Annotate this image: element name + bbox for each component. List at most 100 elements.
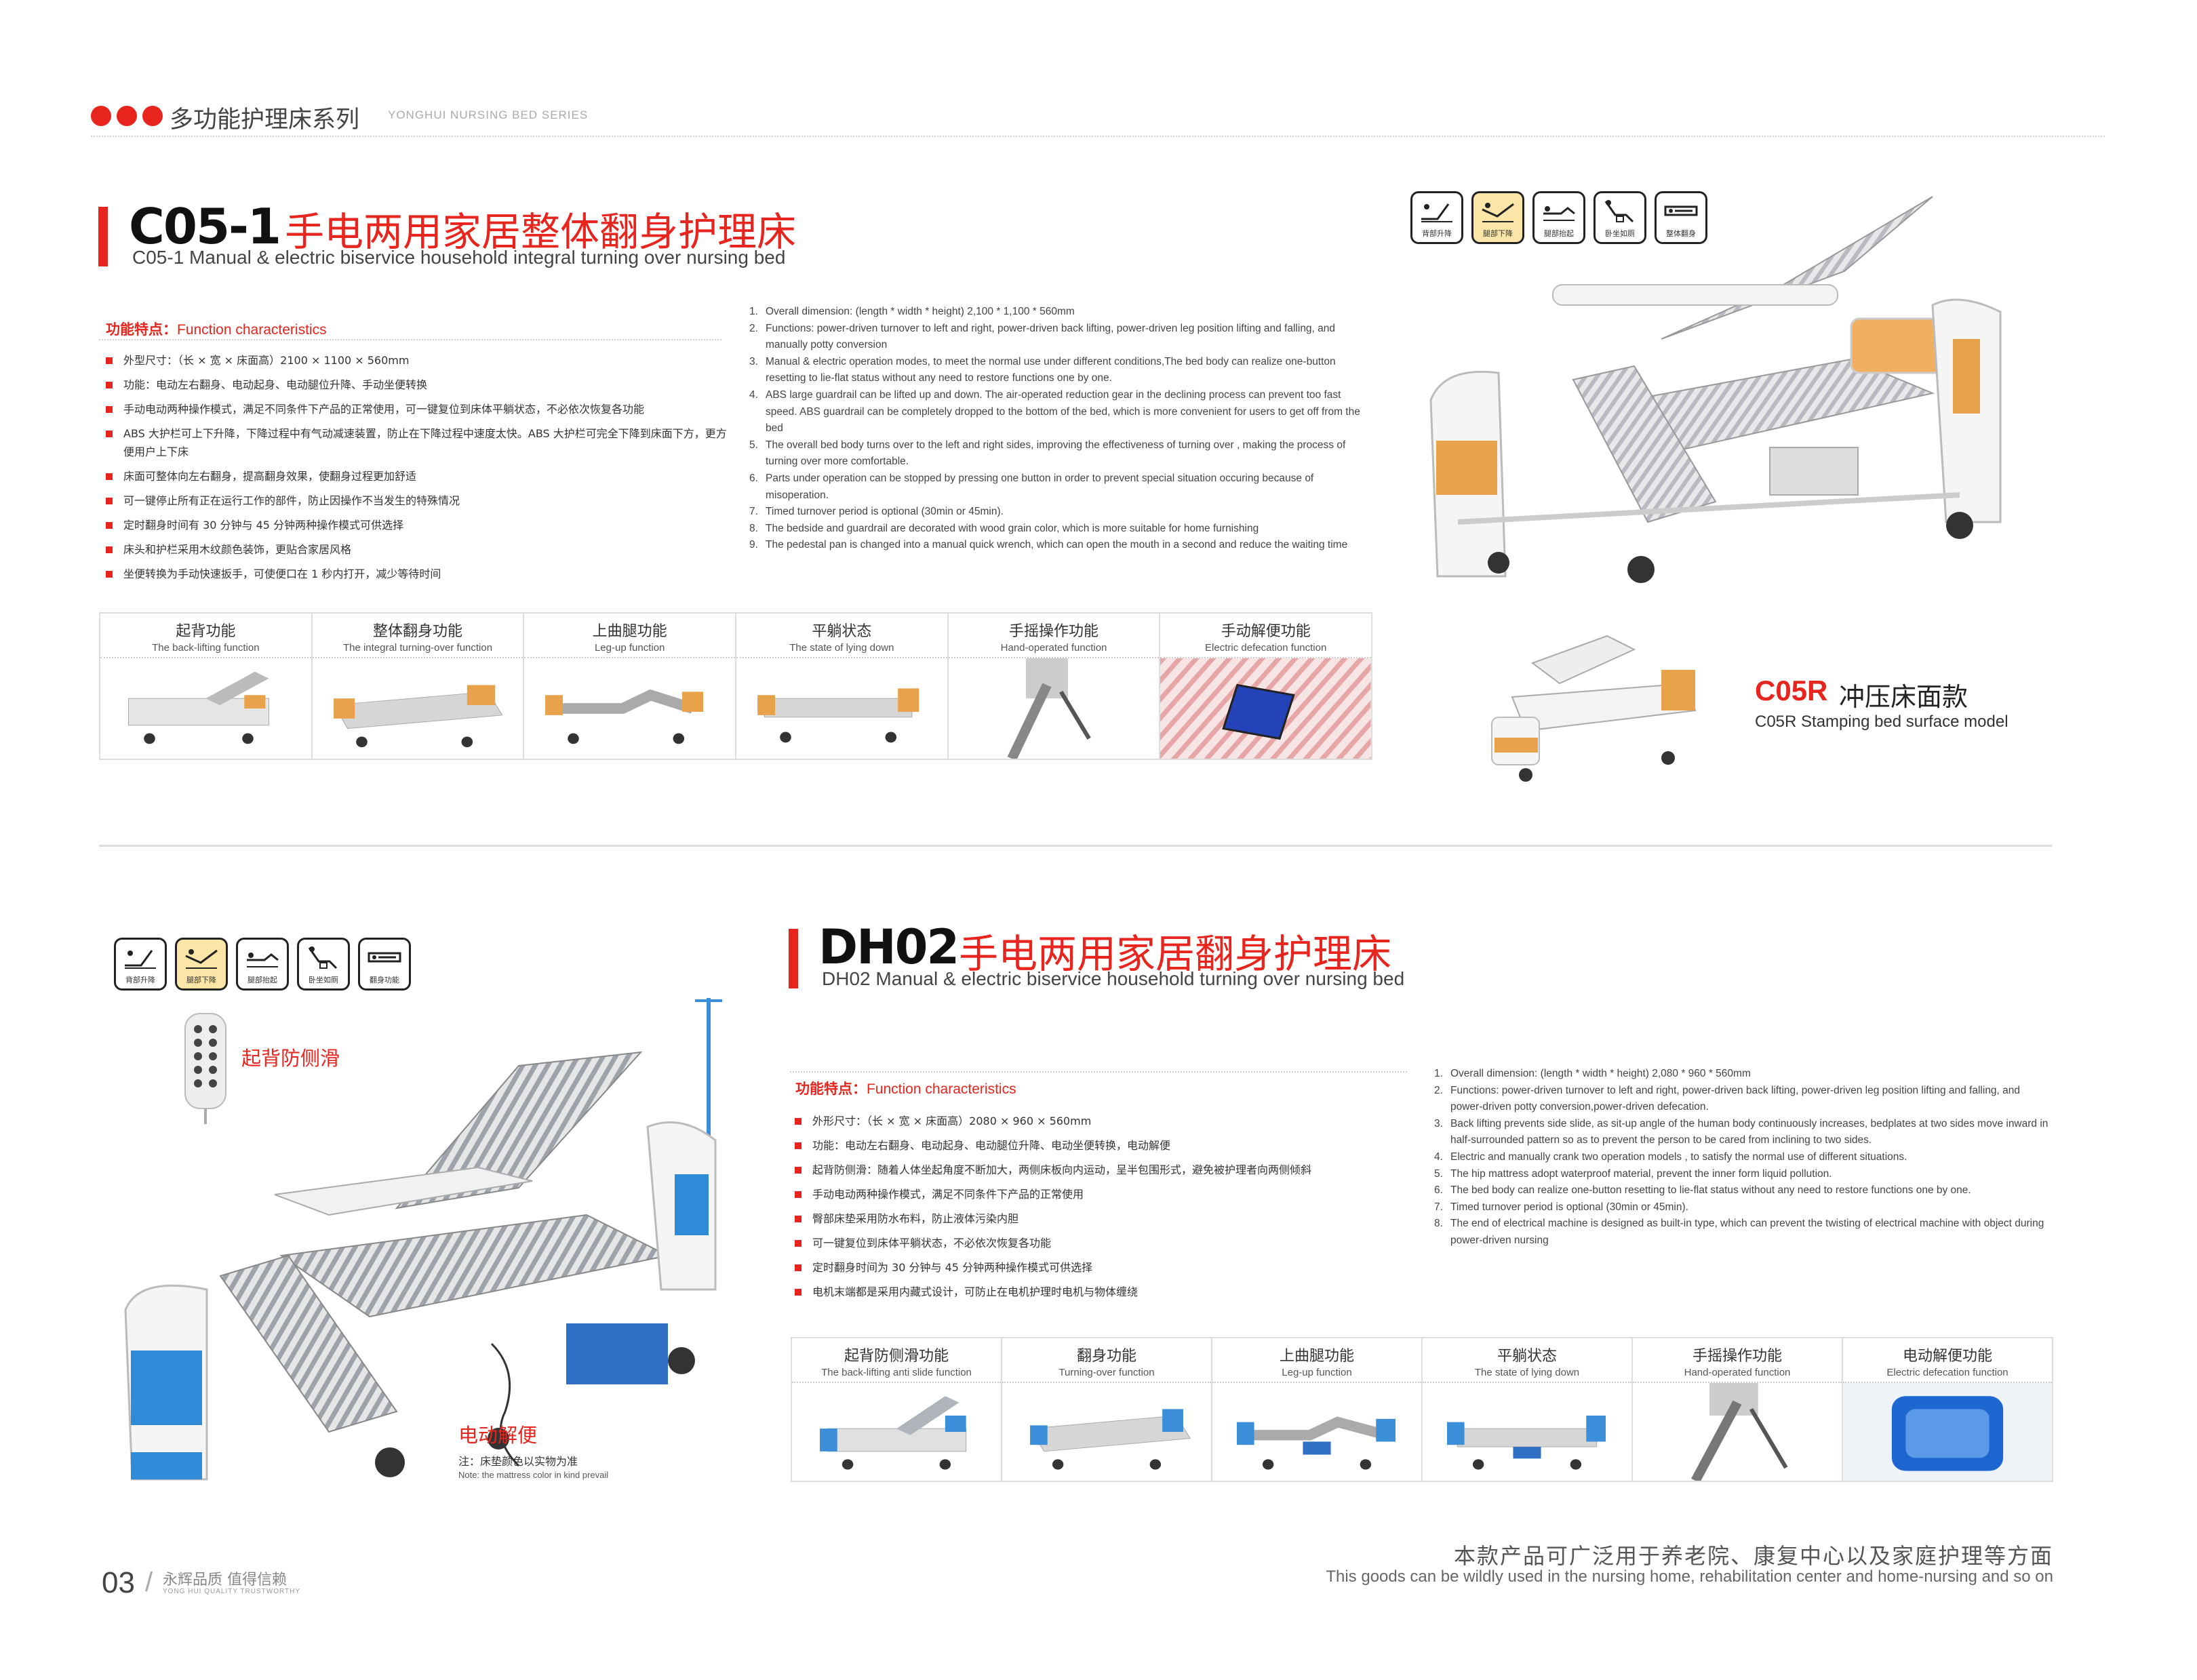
dh02-title-cn: 手电两用家居翻身护理床 bbox=[959, 931, 1392, 977]
list-item: 电机末端都是采用内藏式设计，可防止在电机护理时电机与物体缠绕 bbox=[795, 1283, 1405, 1301]
leg-down-icon: 腿部下降 bbox=[175, 938, 228, 991]
dh02-note-cn: 注：床垫颜色以实物为准 bbox=[458, 1455, 578, 1468]
back-lift-icon: 背部升降 bbox=[114, 938, 167, 991]
list-item: 1.Overall dimension: (length * width * h… bbox=[1434, 1068, 1751, 1079]
list-item: 1.Overall dimension: (length * width * h… bbox=[749, 306, 1075, 317]
list-item: 3.Back lifting prevents side slide, as s… bbox=[1434, 1117, 2048, 1146]
list-item: 外型尺寸：（长 × 宽 × 床面高）2100 × 1100 × 560mm bbox=[106, 351, 730, 369]
header-dot-1 bbox=[91, 106, 111, 126]
c05-features-cn: 外型尺寸：（长 × 宽 × 床面高）2100 × 1100 × 560mm 功能… bbox=[106, 351, 730, 589]
list-item: 坐便转换为手动快速扳手，可使便口在 1 秒内打开，减少等待时间 bbox=[106, 565, 730, 583]
back-lift-icon: 背部升降 bbox=[1410, 191, 1463, 244]
list-item: 手动电动两种操作模式，满足不同条件下产品的正常使用 bbox=[795, 1185, 1405, 1203]
c05-features-en: 1.Overall dimension: (length * width * h… bbox=[749, 304, 1373, 554]
dh02-feature-divider bbox=[790, 1071, 1407, 1073]
list-item: 7.Timed turnover period is optional (30m… bbox=[749, 506, 1004, 518]
list-item: 3.Manual & electric operation modes, to … bbox=[749, 355, 1336, 384]
dh02-note-en: Note: the mattress color in kind prevail bbox=[458, 1470, 609, 1480]
list-item: 7.Timed turnover period is optional (30m… bbox=[1434, 1201, 1688, 1213]
c05-feature-heading: 功能特点：Function characteristics bbox=[106, 319, 327, 339]
dh02-side-label: 起背防侧滑 bbox=[241, 1047, 340, 1070]
c05-title-cn: 手电两用家居整体翻身护理床 bbox=[285, 209, 797, 255]
dh02-toilet-label: 电动解便 bbox=[458, 1424, 538, 1447]
leg-down-icon: 腿部下降 bbox=[1471, 191, 1524, 244]
c05-title-marker bbox=[98, 207, 108, 266]
dh02-feature-heading: 功能特点：Function characteristics bbox=[795, 1078, 1016, 1098]
usage-statement-en: This goods can be wildly used in the nur… bbox=[1326, 1567, 2053, 1586]
list-item: 定时翻身时间有 30 分钟与 45 分钟两种操作模式可供选择 bbox=[106, 516, 730, 534]
list-item: 床头和护栏采用木纹颜色装饰，更贴合家居风格 bbox=[106, 540, 730, 559]
dh02-title-marker bbox=[789, 929, 798, 988]
dh02-model-number: DH02 bbox=[818, 919, 959, 975]
leg-raise-icon: 腿部抬起 bbox=[236, 938, 289, 991]
header-dot-2 bbox=[117, 106, 137, 126]
c05-subtitle-en: C05-1 Manual & electric biservice househ… bbox=[132, 247, 786, 268]
list-item: 8.The bedside and guardrail are decorate… bbox=[749, 522, 1259, 534]
series-title-cn: 多功能护理床系列 bbox=[170, 106, 360, 134]
series-title-en: YONGHUI NURSING BED SERIES bbox=[388, 108, 589, 121]
dh02-subtitle-en: DH02 Manual & electric biservice househo… bbox=[822, 968, 1405, 989]
c05r-bed-image bbox=[1491, 635, 1697, 782]
c05-feature-divider bbox=[99, 339, 721, 340]
page-number: 03 bbox=[102, 1566, 135, 1599]
remote-control-image bbox=[184, 1013, 226, 1124]
list-item: 6.Parts under operation can be stopped b… bbox=[749, 472, 1314, 501]
list-item: 定时翻身时间为 30 分钟与 45 分钟两种操作模式可供选择 bbox=[795, 1258, 1405, 1277]
leg-raise-icon: 腿部抬起 bbox=[1532, 191, 1585, 244]
c05r-name-en: C05R Stamping bed surface model bbox=[1755, 713, 2008, 731]
dh02-main-bed-image bbox=[124, 998, 722, 1481]
page-number-slash: / bbox=[145, 1567, 153, 1597]
toilet-sit-icon: 卧坐如厕 bbox=[1594, 191, 1646, 244]
c05-model-number: C05-1 bbox=[129, 198, 281, 255]
turn-over-icon: 整体翻身 bbox=[1655, 191, 1707, 244]
turn-over-icon: 翻身功能 bbox=[358, 938, 411, 991]
list-item: 功能：电动左右翻身、电动起身、电动腿位升降、电动坐便转换，电动解便 bbox=[795, 1136, 1405, 1155]
list-item: 9.The pedestal pan is changed into a man… bbox=[749, 539, 1348, 551]
c05r-model-number: C05R bbox=[1755, 675, 1828, 706]
dh02-feature-heading-cn: 功能特点： bbox=[795, 1081, 867, 1097]
header-dot-3 bbox=[142, 106, 163, 126]
brand-motto-en: YONG HUI QUALITY TRUSTWORTHY bbox=[163, 1588, 301, 1595]
c05-feature-heading-cn: 功能特点： bbox=[106, 321, 177, 338]
c05-main-bed-image bbox=[1429, 196, 2002, 583]
dh02-features-cn: 外形尺寸：（长 × 宽 × 床面高）2080 × 960 × 560mm 功能：… bbox=[795, 1112, 1405, 1307]
list-item: 臀部床垫采用防水布料，防止液体污染内胆 bbox=[795, 1209, 1405, 1228]
list-item: 可一键停止所有正在运行工作的部件，防止因操作不当发生的特殊情况 bbox=[106, 492, 730, 510]
c05-feature-heading-en: Function characteristics bbox=[177, 322, 327, 338]
section-divider bbox=[99, 845, 2052, 847]
list-item: ABS 大护栏可上下升降，下降过程中有气动减速装置，防止在下降过程中速度太快。A… bbox=[106, 424, 730, 461]
dh02-function-icons: 背部升降 腿部下降 腿部抬起 卧坐如厕 翻身功能 bbox=[114, 938, 411, 991]
header-divider bbox=[91, 136, 2105, 137]
usage-statement-cn: 本款产品可广泛用于养老院、康复中心以及家庭护理等方面 bbox=[1453, 1543, 2053, 1569]
list-item: 5.The hip mattress adopt waterproof mate… bbox=[1434, 1167, 1832, 1180]
list-item: 8.The end of electrical machine is desig… bbox=[1434, 1218, 2044, 1246]
list-item: 2.Functions: power-driven turnover to le… bbox=[749, 322, 1336, 351]
list-item: 手动电动两种操作模式，满足不同条件下产品的正常使用，可一键复位到床体平躺状态，不… bbox=[106, 400, 730, 418]
toilet-sit-icon: 卧坐如厕 bbox=[297, 938, 350, 991]
list-item: 功能：电动左右翻身、电动起身、电动腿位升降、手动坐便转换 bbox=[106, 376, 730, 394]
dh02-feature-heading-en: Function characteristics bbox=[867, 1081, 1016, 1097]
list-item: 可一键复位到床体平躺状态，不必依次恢复各功能 bbox=[795, 1234, 1405, 1252]
list-item: 床面可整体向左右翻身，提高翻身效果，使翻身过程更加舒适 bbox=[106, 467, 730, 485]
list-item: 4.ABS large guardrail can be lifted up a… bbox=[749, 388, 1360, 435]
list-item: 2.Functions: power-driven turnover to le… bbox=[1434, 1084, 2021, 1113]
brand-motto-cn: 永辉品质 值得信赖 bbox=[163, 1572, 287, 1588]
c05r-name-cn: 冲压床面款 bbox=[1839, 682, 1968, 712]
list-item: 6.The bed body can realize one-button re… bbox=[1434, 1184, 1971, 1197]
list-item: 外形尺寸：（长 × 宽 × 床面高）2080 × 960 × 560mm bbox=[795, 1112, 1405, 1130]
list-item: 5.The overall bed body turns over to the… bbox=[749, 439, 1346, 468]
